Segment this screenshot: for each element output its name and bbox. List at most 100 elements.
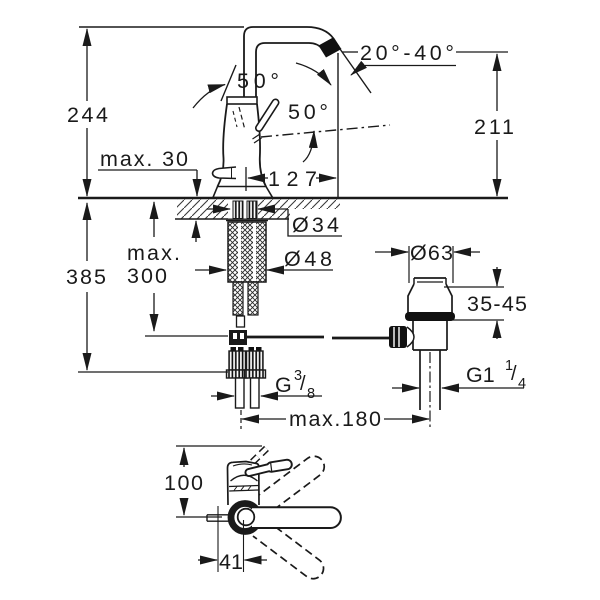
label-spout-reach: 127 [268, 167, 317, 191]
spout-outer-outline [243, 26, 340, 97]
label-waste-thread: G1 1 / 4 [466, 358, 526, 392]
body-left-edge [216, 103, 228, 187]
label-total-below: 385 [66, 265, 106, 289]
swivel-range-dashed-up [253, 455, 326, 517]
waste-neck-right [445, 283, 453, 313]
dim-385-total-below [78, 202, 228, 373]
threaded-shank [227, 221, 267, 283]
hose-section-right [246, 200, 258, 219]
flex-hose-right [247, 281, 259, 316]
dim-244-spout-height [79, 26, 244, 197]
handle-raised-dashed-fill [251, 445, 270, 464]
flex-hose-left [232, 281, 244, 316]
body-band-1 [228, 484, 259, 488]
label-hose-thread-base: G [275, 373, 292, 397]
dimension-labels: 244 max. 30 50° 50° 20°-40° 211 127 Ø34 … [66, 41, 527, 574]
cartridge-dash-2 [232, 110, 238, 128]
label-top-view-height: 100 [164, 471, 203, 495]
knob-boss [406, 326, 415, 348]
spout-top-view [252, 506, 342, 529]
label-max-reach: max.180 [289, 407, 381, 431]
dim-50-lever-angle [302, 130, 318, 163]
dim-41-offset [198, 506, 267, 572]
coupler-slit-1 [233, 333, 237, 339]
hose-pipe-right [249, 377, 260, 409]
arc-up [302, 130, 318, 163]
deck-hatch-right [258, 199, 340, 219]
label-waste-thread-sub: 4 [518, 376, 526, 392]
label-spray-angle: 20°-40° [360, 41, 454, 65]
hose-pipe-left [234, 377, 245, 409]
leader-arrow [350, 60, 368, 76]
top-view-faucet [176, 444, 342, 580]
hose-nut-right [243, 369, 267, 379]
coupler-slit-2 [240, 333, 244, 339]
label-waste-deck-range: 35-45 [467, 292, 527, 316]
side-view-faucet [211, 26, 391, 199]
hose-cap-1 [230, 347, 236, 352]
arc-right [295, 62, 332, 86]
lever-handle-closed [211, 166, 237, 180]
body-band-2 [229, 489, 259, 492]
label-swivel-angle: 50° [237, 69, 279, 93]
dim-50-swivel-angle [192, 62, 332, 109]
spout-hub [236, 507, 256, 527]
hose-section-left [232, 200, 244, 219]
label-hose-thread-sub: 8 [307, 386, 315, 402]
band-tick-3 [247, 485, 252, 491]
waste-neck-left [407, 283, 415, 313]
body-top-bump [232, 463, 253, 467]
cartridge-dash-1 [238, 106, 246, 131]
label-hose-max-2: 300 [127, 264, 167, 288]
label-hole-diameter: Ø34 [292, 213, 339, 237]
arc-left [192, 83, 226, 109]
dim-max30-deck-thickness [98, 169, 202, 242]
base-escutcheon [211, 185, 274, 199]
spout-inner-outline [255, 42, 327, 97]
dim-127-spout-reach [245, 53, 339, 197]
deck-hatch-left [177, 199, 228, 219]
pop-up-rod-stem [235, 315, 246, 328]
pop-up-rod-coupler [229, 330, 247, 345]
label-leader [287, 209, 342, 237]
lever-range-centerline [260, 124, 391, 138]
label-hose-max-1: max. [127, 241, 180, 265]
hose-cap-4 [256, 347, 262, 352]
handle-joint-line [269, 461, 273, 473]
handle-stem-fill [246, 464, 275, 476]
countertop-section [78, 196, 508, 220]
band-tick-1 [233, 486, 238, 491]
band-tick-2 [240, 485, 245, 491]
label-hose-thread-slash: / [300, 373, 306, 395]
hose-cap-2 [238, 347, 244, 352]
dim-35-45-deck-range [444, 267, 504, 339]
hose-connector-left [228, 350, 247, 371]
waste-seal-washer [405, 312, 455, 321]
dim-63-waste-diameter [375, 246, 480, 283]
dim-100-handle-height [176, 447, 222, 518]
hose-cap-3 [248, 347, 254, 352]
lever-pivot-mark-1 [252, 133, 261, 140]
spray-direction-line [339, 48, 372, 94]
lever-raised-fill [256, 100, 278, 131]
lever-pivot-mark-2 [253, 137, 262, 144]
hose-connector-right [245, 350, 264, 371]
label-spout-height: 244 [67, 103, 108, 127]
label-tip-height: 211 [474, 115, 514, 139]
label-top-view-offset: 41 [219, 550, 243, 574]
dim-max300-hose-length [145, 201, 228, 337]
dimension-annotations [78, 26, 524, 424]
body-collar [226, 96, 258, 105]
label-lever-angle: 50° [288, 100, 328, 124]
label-waste-thread-sup: 1 [505, 358, 513, 374]
below-deck-assembly [225, 219, 389, 429]
label-deck-thickness: max. 30 [100, 147, 188, 171]
dim-34-hole-diameter [207, 204, 342, 237]
rod-knob [389, 326, 407, 348]
body-dome-arc [230, 474, 258, 482]
swivel-extreme-line [220, 64, 237, 102]
pop-up-waste-valve [389, 277, 455, 429]
label-base-diameter: Ø48 [284, 247, 332, 271]
